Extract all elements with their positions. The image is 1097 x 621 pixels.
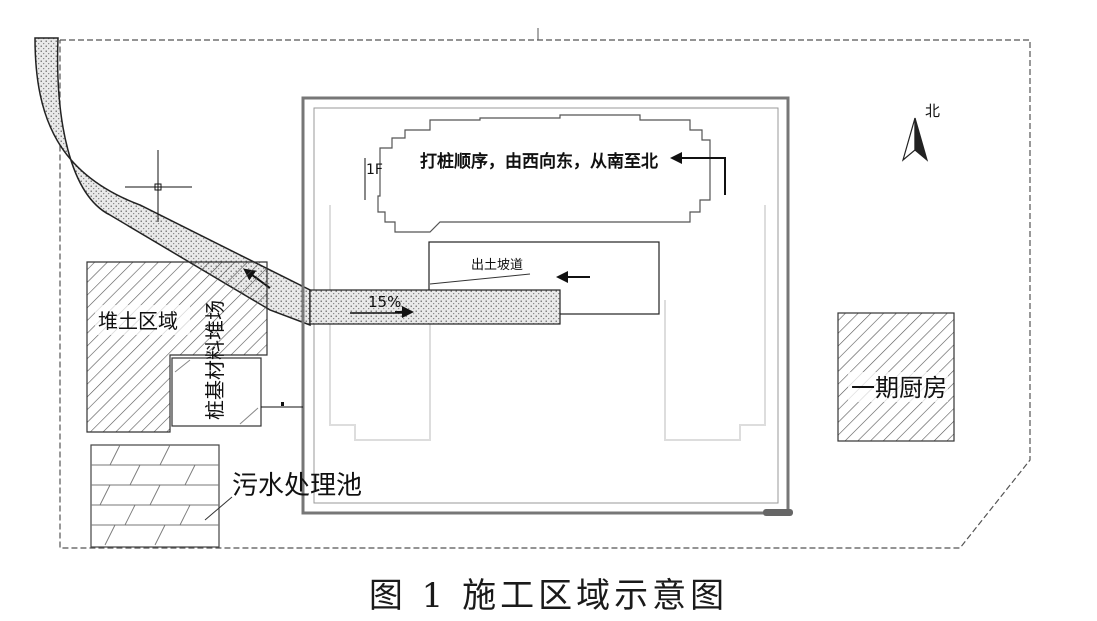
pit-drain-mark [763, 509, 793, 516]
sewage-pool-label: 污水处理池 [232, 471, 362, 501]
pile-yard-hatch [174, 359, 259, 425]
building-footprint-upper [377, 114, 711, 233]
figure-caption: 图 1 施工区域示意图 [368, 576, 729, 616]
sewage-pool [90, 444, 233, 548]
crosshair-icon [125, 150, 192, 222]
ramp-label: 出土坡道 [471, 258, 523, 273]
site-boundary [59, 39, 1031, 549]
soil-area-label: 堆土区域 [98, 309, 178, 333]
piling-order-label: 打桩顺序，由西向东，从南至北 [420, 151, 658, 172]
slope-label: 15% [368, 293, 401, 311]
pile-material-yard-label: 桩基材料堆场 [203, 300, 227, 420]
yard-connector-mark [281, 402, 284, 406]
pile-material-yard [171, 357, 262, 427]
floor-mark-label: 1F [366, 162, 383, 178]
piling-order-arrow [670, 152, 726, 195]
soil-area-label-bg [95, 305, 190, 335]
north-arrow-icon [901, 117, 929, 162]
soil-area [86, 261, 268, 433]
ramp-strip [309, 289, 561, 325]
access-road [34, 37, 311, 327]
ramp-leader-line [429, 273, 531, 285]
kitchen-label-bg [848, 372, 948, 402]
floor-mark: 1F [364, 158, 383, 200]
foundation-pit-outer [301, 96, 790, 515]
north-label: 北 [925, 102, 940, 120]
kitchen-phase1-label: 一期厨房 [851, 374, 947, 402]
